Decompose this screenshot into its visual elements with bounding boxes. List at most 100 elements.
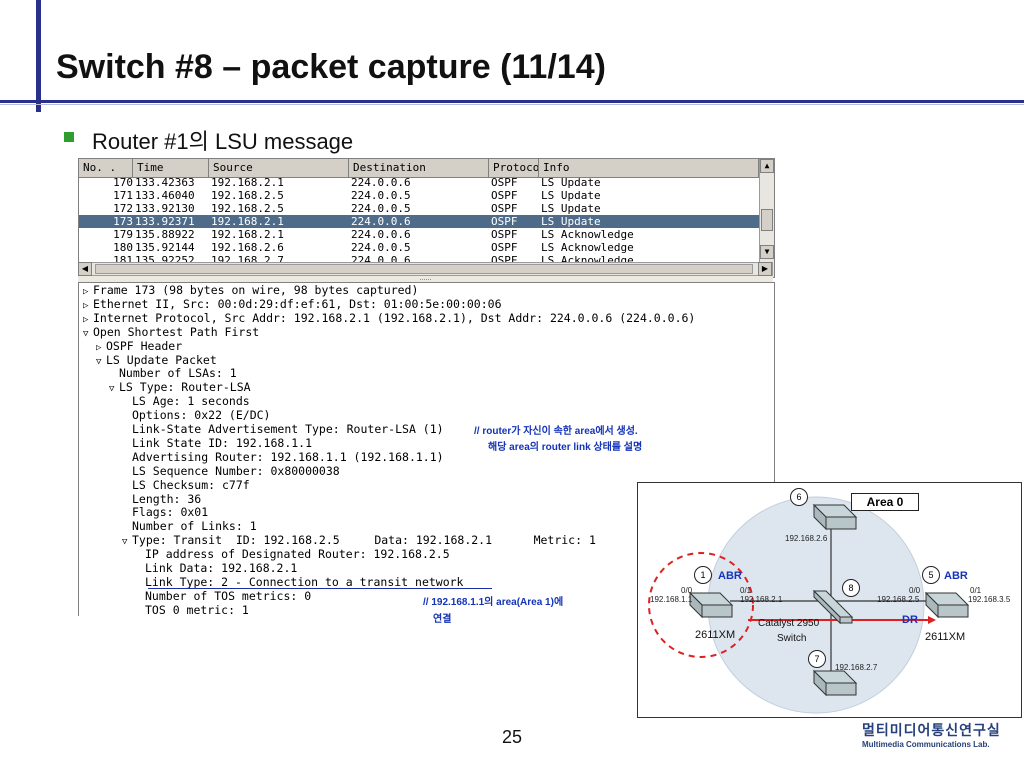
packet-list-vertical-scrollbar[interactable]: ▲ ▼ xyxy=(759,159,774,277)
packet-cell-destination: 224.0.0.5 xyxy=(351,189,411,202)
detail-tree-text: OSPF Header xyxy=(106,338,183,353)
detail-tree-item[interactable]: ▽Open Shortest Path First xyxy=(83,325,259,341)
packet-cell-protocol: OSPF xyxy=(491,228,518,241)
column-header-protocol[interactable]: Protocol xyxy=(489,159,539,177)
detail-tree-item[interactable]: ▽ LS Type: Router-LSA xyxy=(109,380,251,396)
detail-tree-item[interactable]: Link Type: 2 - Connection to a transit n… xyxy=(135,575,464,589)
ip-router5-right: 192.168.3.5 xyxy=(968,595,1011,604)
detail-tree-item[interactable]: ▷ Ethernet II, Src: 00:0d:29:df:ef:61, Ds… xyxy=(83,297,502,313)
router5-model: 2611XM xyxy=(925,631,966,643)
detail-tree-item[interactable]: LS Sequence Number: 0x80000038 xyxy=(122,464,340,478)
annotation-router-lsa-line2: 해당 area의 router link 상태를 설명 xyxy=(488,442,643,453)
packet-cell-time: 133.92130 xyxy=(135,202,195,215)
packet-cell-destination: 224.0.0.5 xyxy=(351,241,411,254)
detail-tree-text: Advertising Router: 192.168.1.1 (192.168… xyxy=(132,449,444,464)
detail-tree-text: Link State ID: 192.168.1.1 xyxy=(132,435,313,450)
detail-tree-item[interactable]: LS Age: 1 seconds xyxy=(122,394,250,408)
topology-graphics xyxy=(648,496,970,714)
collapsed-triangle-icon[interactable]: ▷ xyxy=(83,314,89,325)
annotation-router-lsa-line1: // router가 자신이 속한 area에서 생성. xyxy=(474,426,638,437)
if-router1-0: 0/0 xyxy=(681,586,693,595)
collapsed-triangle-icon[interactable]: ▷ xyxy=(96,342,102,353)
detail-tree-item[interactable]: Options: 0x22 (E/DC) xyxy=(122,408,270,422)
packet-cell-protocol: OSPF xyxy=(491,202,518,215)
router-1-icon xyxy=(688,591,734,619)
packet-list[interactable]: No. . Time Source Destination Protocol I… xyxy=(78,158,775,278)
scroll-thumb[interactable] xyxy=(761,209,773,231)
scroll-right-icon[interactable]: ▶ xyxy=(758,262,772,276)
ip-router5-left: 192.168.2.5 xyxy=(877,595,920,604)
scroll-up-icon[interactable]: ▲ xyxy=(760,159,774,173)
column-header-no[interactable]: No. . xyxy=(79,159,133,177)
lab-logo: 멀티미디어통신연구실 Multimedia Communications Lab… xyxy=(862,720,1001,749)
packet-list-header: No. . Time Source Destination Protocol I… xyxy=(79,159,759,178)
detail-tree-item[interactable]: Link State ID: 192.168.1.1 xyxy=(122,436,312,450)
packet-cell-destination: 224.0.0.6 xyxy=(351,228,411,241)
scroll-down-icon[interactable]: ▼ xyxy=(760,245,774,259)
detail-tree-text: Type: Transit ID: 192.168.2.5 Data: 192.… xyxy=(132,533,596,548)
expanded-triangle-icon[interactable]: ▽ xyxy=(109,384,115,395)
area1-boundary xyxy=(648,552,754,658)
network-topology-diagram: Area 0 6 1 8 5 7 192.168.2.6 ABR ABR 0/0… xyxy=(637,482,1022,718)
detail-tree-item[interactable]: Flags: 0x01 xyxy=(122,505,208,519)
expanded-triangle-icon[interactable]: ▽ xyxy=(96,356,102,367)
collapsed-triangle-icon[interactable]: ▷ xyxy=(83,287,89,297)
detail-tree-item[interactable]: Length: 36 xyxy=(122,492,201,506)
lab-name-english: Multimedia Communications Lab. xyxy=(862,740,990,749)
detail-tree-item[interactable]: LS Checksum: c77f xyxy=(122,478,250,492)
area0-label: Area 0 xyxy=(851,493,919,511)
packet-cell-info: LS Update xyxy=(541,215,601,228)
ip-router1-left: 192.168.1.1 xyxy=(650,595,693,604)
scroll-left-icon[interactable]: ◀ xyxy=(78,262,92,276)
collapsed-triangle-icon[interactable]: ▷ xyxy=(83,300,89,311)
bullet-square-icon xyxy=(64,132,74,142)
router-6-icon xyxy=(812,503,858,531)
detail-tree-item[interactable]: ▽LS Update Packet xyxy=(96,353,217,369)
router1-model: 2611XM xyxy=(695,629,736,641)
packet-list-horizontal-scrollbar[interactable]: ◀ ▶ xyxy=(78,262,773,276)
detail-tree-item[interactable]: Link Data: 192.168.2.1 xyxy=(135,561,297,575)
detail-tree-text: Ethernet II, Src: 00:0d:29:df:ef:61, Dst… xyxy=(93,296,502,311)
expanded-triangle-icon[interactable]: ▽ xyxy=(122,537,128,548)
node-number-7: 7 xyxy=(808,650,826,668)
packet-cell-no: 172 xyxy=(113,202,133,215)
detail-tree-text: Options: 0x22 (E/DC) xyxy=(132,408,271,423)
horizontal-scroll-thumb[interactable] xyxy=(95,264,753,274)
detail-tree-text: LS Type: Router-LSA xyxy=(119,380,251,395)
packet-cell-info: LS Update xyxy=(541,189,601,202)
packet-cell-no: 173 xyxy=(113,215,133,228)
detail-tree-item[interactable]: ▷Internet Protocol, Src Addr: 192.168.2.… xyxy=(83,311,695,327)
expanded-triangle-icon[interactable]: ▽ xyxy=(83,328,89,339)
column-header-source[interactable]: Source xyxy=(209,159,349,177)
packet-cell-no: 180 xyxy=(113,241,133,254)
detail-tree-item[interactable]: ▷ OSPF Header xyxy=(96,339,182,355)
annotation-area1-line2: 연결 xyxy=(433,614,452,625)
detail-tree-item[interactable]: ▷Frame 173 (98 bytes on wire, 98 bytes c… xyxy=(83,283,418,299)
detail-tree-item[interactable]: Advertising Router: 192.168.1.1 (192.168… xyxy=(122,450,444,464)
ip-router7: 192.168.2.7 xyxy=(835,663,878,672)
detail-tree-item[interactable]: Number of TOS metrics: 0 xyxy=(135,589,311,603)
detail-tree-item[interactable]: Number of LSAs: 1 xyxy=(109,366,237,380)
column-header-time[interactable]: Time xyxy=(133,159,209,177)
detail-tree-text: Number of TOS metrics: 0 xyxy=(145,588,312,603)
packet-cell-info: LS Update xyxy=(541,202,601,215)
abr-label-right: ABR xyxy=(944,570,968,582)
if-router5-0: 0/0 xyxy=(909,586,921,595)
detail-tree-item[interactable]: Link-State Advertisement Type: Router-LS… xyxy=(122,422,444,436)
detail-tree-item[interactable]: ▽ Type: Transit ID: 192.168.2.5 Data: 192… xyxy=(122,533,596,549)
column-header-info[interactable]: Info xyxy=(539,159,759,177)
pane-splitter-handle[interactable]: ...... xyxy=(78,275,773,282)
column-header-destination[interactable]: Destination xyxy=(349,159,489,177)
detail-tree-item[interactable]: TOS 0 metric: 1 xyxy=(135,603,249,616)
detail-tree-item[interactable]: Number of Links: 1 xyxy=(122,519,257,533)
title-accent-vertical xyxy=(36,0,41,112)
switch-model-line2: Switch xyxy=(777,633,807,644)
switch-model-line1: Catalyst 2950 xyxy=(758,618,820,629)
detail-tree-item[interactable]: IP address of Designated Router: 192.168… xyxy=(135,547,450,561)
